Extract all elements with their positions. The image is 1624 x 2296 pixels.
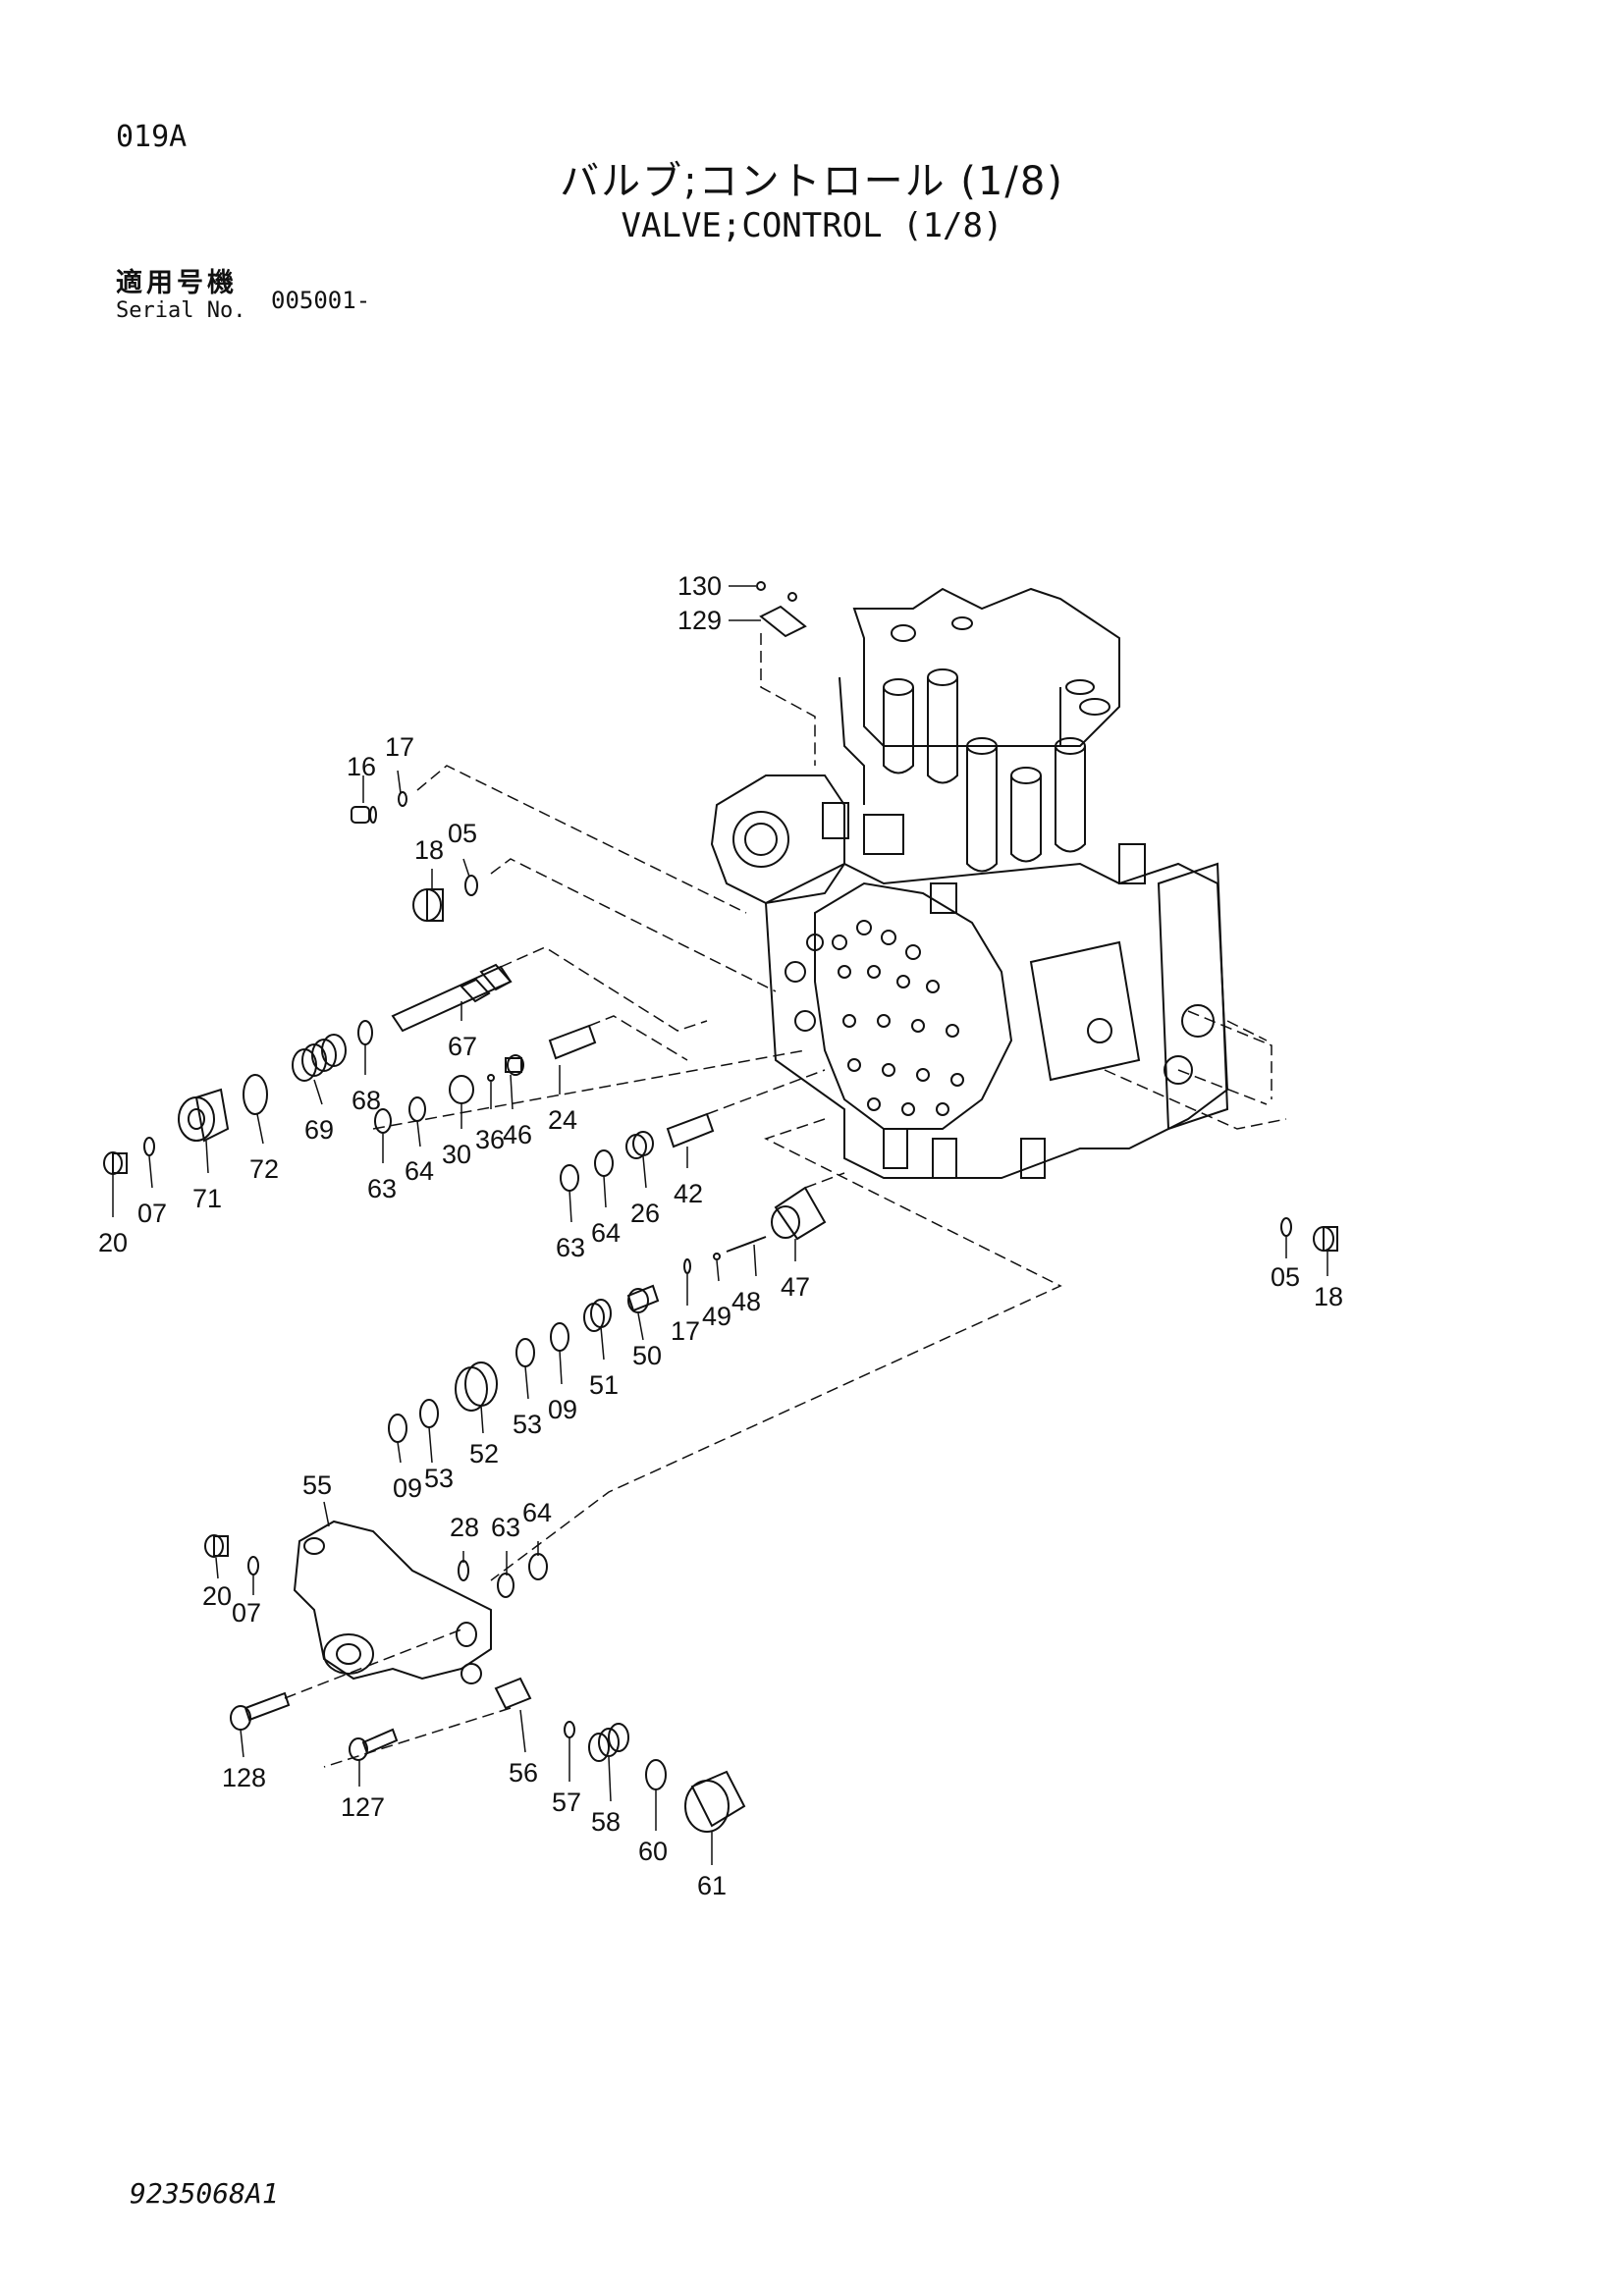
callout-49: 49 — [702, 1302, 731, 1331]
callout-28: 28 — [450, 1513, 479, 1542]
part-18-05 — [412, 875, 478, 922]
part-16-17 — [351, 791, 407, 824]
callout-07-upper: 07 — [137, 1199, 167, 1228]
part-67-spool — [391, 963, 513, 1033]
callout-130: 130 — [677, 571, 722, 601]
callout-labels: 130 129 16 17 18 05 67 68 69 72 71 20 07… — [98, 571, 1343, 1900]
drawing-number: 9235068A1 — [130, 2177, 279, 2210]
callout-42: 42 — [674, 1179, 703, 1208]
callout-16: 16 — [347, 752, 376, 781]
page-title-japanese: バルブ;コントロール (1/8) — [560, 159, 1064, 204]
part-68-ring — [357, 1020, 373, 1045]
callout-55: 55 — [302, 1470, 332, 1500]
callout-52: 52 — [469, 1439, 499, 1468]
callout-17-mid: 17 — [671, 1316, 700, 1346]
part-69-spring — [292, 1034, 347, 1082]
part-47-valve — [771, 1186, 827, 1241]
callout-05-right: 05 — [1271, 1262, 1300, 1292]
callout-68: 68 — [352, 1086, 381, 1115]
callout-26: 26 — [630, 1199, 660, 1228]
callout-61: 61 — [697, 1871, 727, 1900]
page-title-english: VALVE;CONTROL (1/8) — [621, 206, 1003, 245]
part-51-53-52-09 — [388, 1299, 612, 1443]
bolts-128-127 — [230, 1691, 399, 1761]
callout-46: 46 — [503, 1120, 532, 1149]
callout-57: 57 — [552, 1788, 581, 1817]
page-code: 019A — [116, 120, 188, 154]
callout-69: 69 — [304, 1115, 334, 1145]
part-48-49-17-50 — [626, 1236, 767, 1313]
part-72-ring — [243, 1074, 268, 1115]
part-20-07-lower — [204, 1534, 259, 1575]
callout-36: 36 — [475, 1125, 505, 1154]
callout-07-lower: 07 — [232, 1598, 261, 1628]
callout-05: 05 — [448, 819, 477, 848]
callout-51: 51 — [589, 1370, 619, 1400]
callout-20-upper: 20 — [98, 1228, 128, 1257]
part-20-07-upper — [103, 1137, 155, 1175]
callout-56: 56 — [509, 1758, 538, 1788]
assembly-guide-lines — [284, 633, 1287, 1768]
serial-label-english: Serial No. — [116, 298, 246, 323]
callout-64-upper: 64 — [405, 1156, 434, 1186]
callout-127: 127 — [341, 1792, 385, 1822]
control-valve-body — [710, 587, 1229, 1179]
serial-number-value: 005001- — [271, 287, 371, 314]
part-28-63-64 — [458, 1553, 548, 1598]
callout-63-lower: 63 — [491, 1513, 520, 1542]
callout-128: 128 — [222, 1763, 266, 1792]
callout-20-lower: 20 — [202, 1581, 232, 1611]
callout-30: 30 — [442, 1140, 471, 1169]
spool-cap-cylinders — [822, 616, 1146, 914]
callout-63-mid: 63 — [556, 1233, 585, 1262]
callout-50: 50 — [632, 1341, 662, 1370]
callout-24: 24 — [548, 1105, 577, 1135]
port-holes — [785, 920, 964, 1116]
parts-56-61 — [494, 1677, 746, 1833]
callout-71: 71 — [192, 1184, 222, 1213]
serial-label-japanese: 適用号機 — [116, 268, 238, 298]
callout-64-lower: 64 — [522, 1498, 552, 1527]
callout-53-lower: 53 — [424, 1464, 454, 1493]
leader-lines — [112, 585, 1328, 1865]
callout-47: 47 — [781, 1272, 810, 1302]
callout-48: 48 — [731, 1287, 761, 1316]
callout-09-mid: 09 — [548, 1395, 577, 1424]
callout-67: 67 — [448, 1032, 477, 1061]
callout-53-mid: 53 — [513, 1410, 542, 1439]
callout-63-upper: 63 — [367, 1174, 397, 1203]
name-plate — [756, 581, 807, 638]
part-55-housing — [293, 1520, 492, 1684]
callout-64-mid: 64 — [591, 1218, 621, 1248]
callout-72: 72 — [249, 1154, 279, 1184]
callout-18: 18 — [414, 835, 444, 865]
callout-129: 129 — [677, 606, 722, 635]
callout-09-lower: 09 — [393, 1473, 422, 1503]
part-05-18-right — [1280, 1217, 1338, 1252]
callout-60: 60 — [638, 1837, 668, 1866]
callout-18-right: 18 — [1314, 1282, 1343, 1311]
callout-58: 58 — [591, 1807, 621, 1837]
part-71-cap — [178, 1088, 230, 1143]
callout-17: 17 — [385, 732, 414, 762]
